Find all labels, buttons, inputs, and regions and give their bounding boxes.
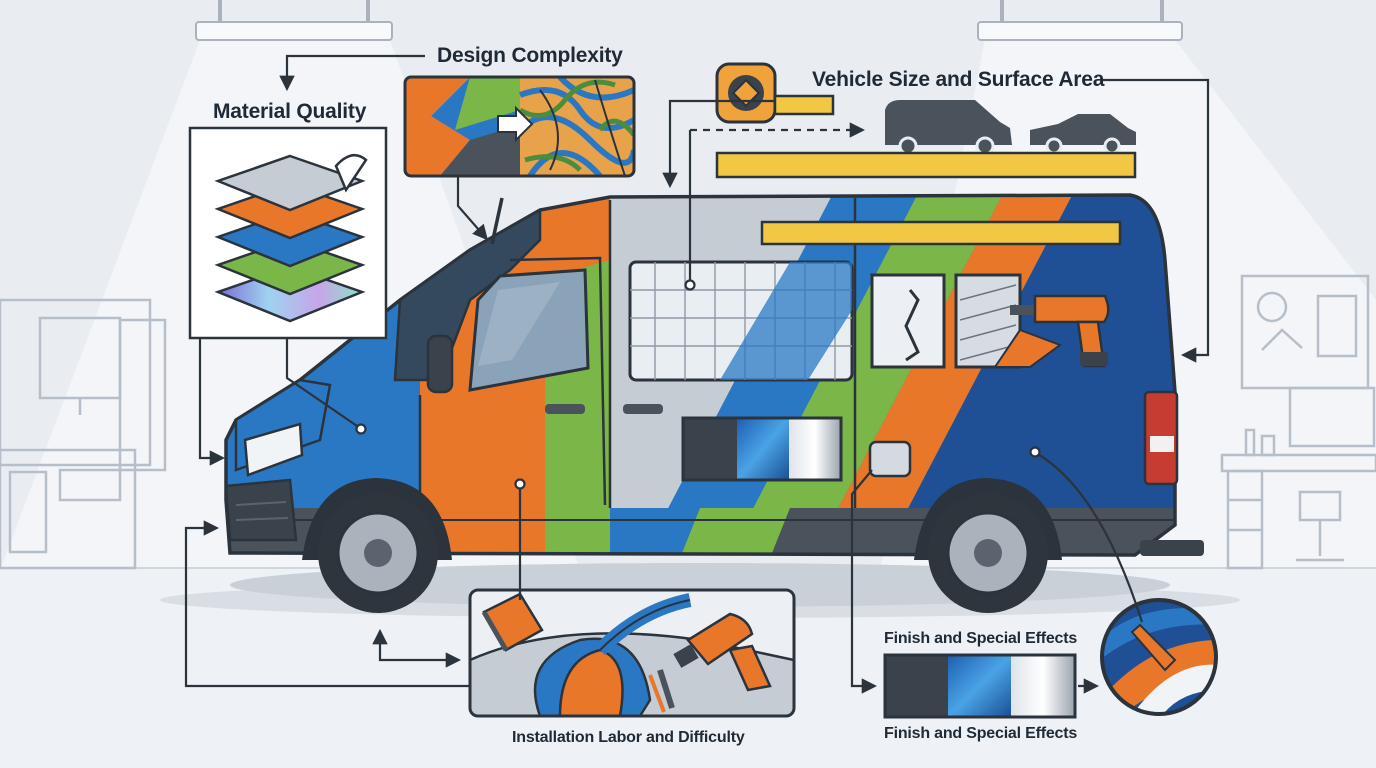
front-wheel [302,478,452,613]
label-finish-top: Finish and Special Effects [884,630,1078,647]
label-design-complexity: Design Complexity [437,44,623,67]
heat-gun-icon [648,612,772,713]
magnified-edge-detail [1100,598,1218,716]
cargo-van [224,193,1204,613]
label-finish-bottom: Finish and Special Effects [884,725,1078,742]
measuring-ruler [715,151,1137,179]
material-quality-panel [188,126,388,340]
label-material-quality: Material Quality [213,100,367,123]
car-icon [1030,114,1136,155]
design-complexity-panel [403,75,636,178]
connector-arrows [184,54,1210,694]
finish-swatch-panel [883,653,1077,719]
drill-icon [1010,294,1110,368]
label-vehicle-size: Vehicle Size and Surface Area [812,68,1105,91]
rear-wheel [914,478,1062,613]
squeegee-icon [481,592,544,652]
label-installation: Installation Labor and Difficulty [512,729,745,746]
